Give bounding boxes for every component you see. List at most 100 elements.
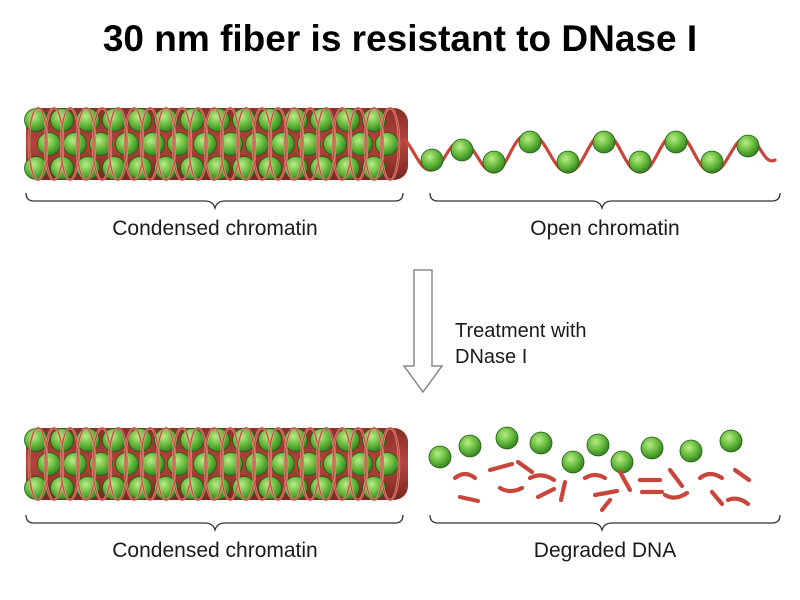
dna-fragment (582, 472, 608, 481)
nucleosome (349, 452, 373, 476)
dna-coil-edge (44, 427, 64, 501)
dna-coil-edge (332, 107, 352, 181)
dna-coil-edge (348, 107, 368, 181)
nucleosome (271, 132, 295, 156)
dna-coil-edge (92, 427, 112, 501)
dna-fragment (497, 485, 525, 494)
dna-coil-edge (140, 107, 160, 181)
dna-coil-edge (28, 107, 48, 181)
dna-fragment (725, 496, 751, 507)
nucleosome (63, 132, 87, 156)
free-nucleosome (719, 429, 743, 453)
nucleosome (375, 132, 399, 156)
free-nucleosome (561, 450, 585, 474)
nucleosome (245, 132, 269, 156)
free-nucleosome (529, 431, 553, 455)
dna-coil-edge (156, 427, 176, 501)
label-condensed-chromatin-top: Condensed chromatin (112, 217, 318, 240)
dna-fragment (667, 467, 685, 489)
dna-coil-edge (44, 107, 64, 181)
dna-fragment (709, 489, 725, 507)
nucleosome (700, 150, 724, 174)
dna-coil-edge (332, 427, 352, 501)
dna-coil-edge (140, 427, 160, 501)
free-nucleosome (495, 426, 519, 450)
label-degraded-dna: Degraded DNA (533, 539, 677, 562)
dna-coil-edge (92, 107, 112, 181)
dna-coil-edge (60, 107, 80, 181)
dna-fragment (662, 490, 690, 500)
dna-coil-edge (284, 427, 304, 501)
dna-coil-edge (172, 107, 192, 181)
dna-fragment (617, 469, 633, 493)
free-nucleosome (679, 439, 703, 463)
treatment-arrow (402, 269, 444, 394)
dna-coil-edge (364, 427, 384, 501)
label-condensed-chromatin-bottom: Condensed chromatin (112, 539, 318, 562)
brace-condensed-bottom (25, 514, 404, 533)
dna-coil-edge (188, 427, 208, 501)
dna-coil-edge (236, 107, 256, 181)
dna-fragment (515, 459, 535, 475)
dna-fragment (535, 486, 557, 500)
nucleosome (664, 130, 688, 154)
page-title: 30 nm fiber is resistant to DNase I (102, 18, 698, 59)
dna-coil-edge (284, 107, 304, 181)
nucleosome (628, 150, 652, 174)
nucleosome (37, 452, 61, 476)
dna-coil-edge (204, 427, 224, 501)
free-nucleosome (586, 433, 610, 457)
condensed-fiber-bottom (24, 426, 408, 502)
dna-fragment (527, 473, 557, 483)
nucleosome (349, 132, 373, 156)
dna-coil-edge (156, 107, 176, 181)
nucleosome (450, 138, 474, 162)
nucleosome (518, 130, 542, 154)
dna-coil-edge (76, 427, 96, 501)
nucleosome (167, 132, 191, 156)
dna-coil-edge (204, 107, 224, 181)
dna-coil-edge (348, 427, 368, 501)
brace-open-top (429, 192, 781, 211)
dna-coil-edge (316, 427, 336, 501)
free-nucleosome (610, 450, 634, 474)
dna-fragment (452, 471, 478, 481)
nucleosome (245, 452, 269, 476)
nucleosome (63, 452, 87, 476)
dna-coil-edge (60, 427, 80, 501)
dna-fragment (592, 488, 620, 498)
nucleosome (37, 132, 61, 156)
treatment-line-1: Treatment with (455, 320, 587, 342)
condensed-fiber-top (24, 106, 408, 182)
dna-coil-edge (364, 107, 384, 181)
dna-coil-edge (236, 427, 256, 501)
dna-coil-edge (28, 427, 48, 501)
treatment-line-2: DNase I (455, 346, 528, 368)
nucleosome (271, 452, 295, 476)
dna-coil-edge (220, 427, 240, 501)
dna-coil-edge (300, 107, 320, 181)
dna-coil-edge (172, 427, 192, 501)
nucleosome (482, 150, 506, 174)
dna-coil-edge (220, 107, 240, 181)
brace-degraded-bottom (429, 514, 781, 533)
nucleosome (592, 130, 616, 154)
dna-coil-edge (252, 107, 272, 181)
dna-coil-edge (252, 427, 272, 501)
nucleosome (375, 452, 399, 476)
brace-condensed-top (25, 192, 404, 211)
nucleosome (167, 452, 191, 476)
open-chromatin-strand (403, 130, 777, 174)
dna-coil-edge (300, 427, 320, 501)
nucleosome (736, 134, 760, 158)
degraded-dna (428, 426, 752, 513)
nucleosome (141, 132, 165, 156)
nucleosome (420, 148, 444, 172)
dna-coil-edge (124, 107, 144, 181)
dna-coil-edge (316, 107, 336, 181)
free-nucleosome (458, 434, 482, 458)
dna-fragment (487, 461, 515, 473)
free-nucleosome (428, 445, 452, 469)
dna-fragment (697, 471, 725, 481)
dna-fragment (732, 467, 752, 483)
